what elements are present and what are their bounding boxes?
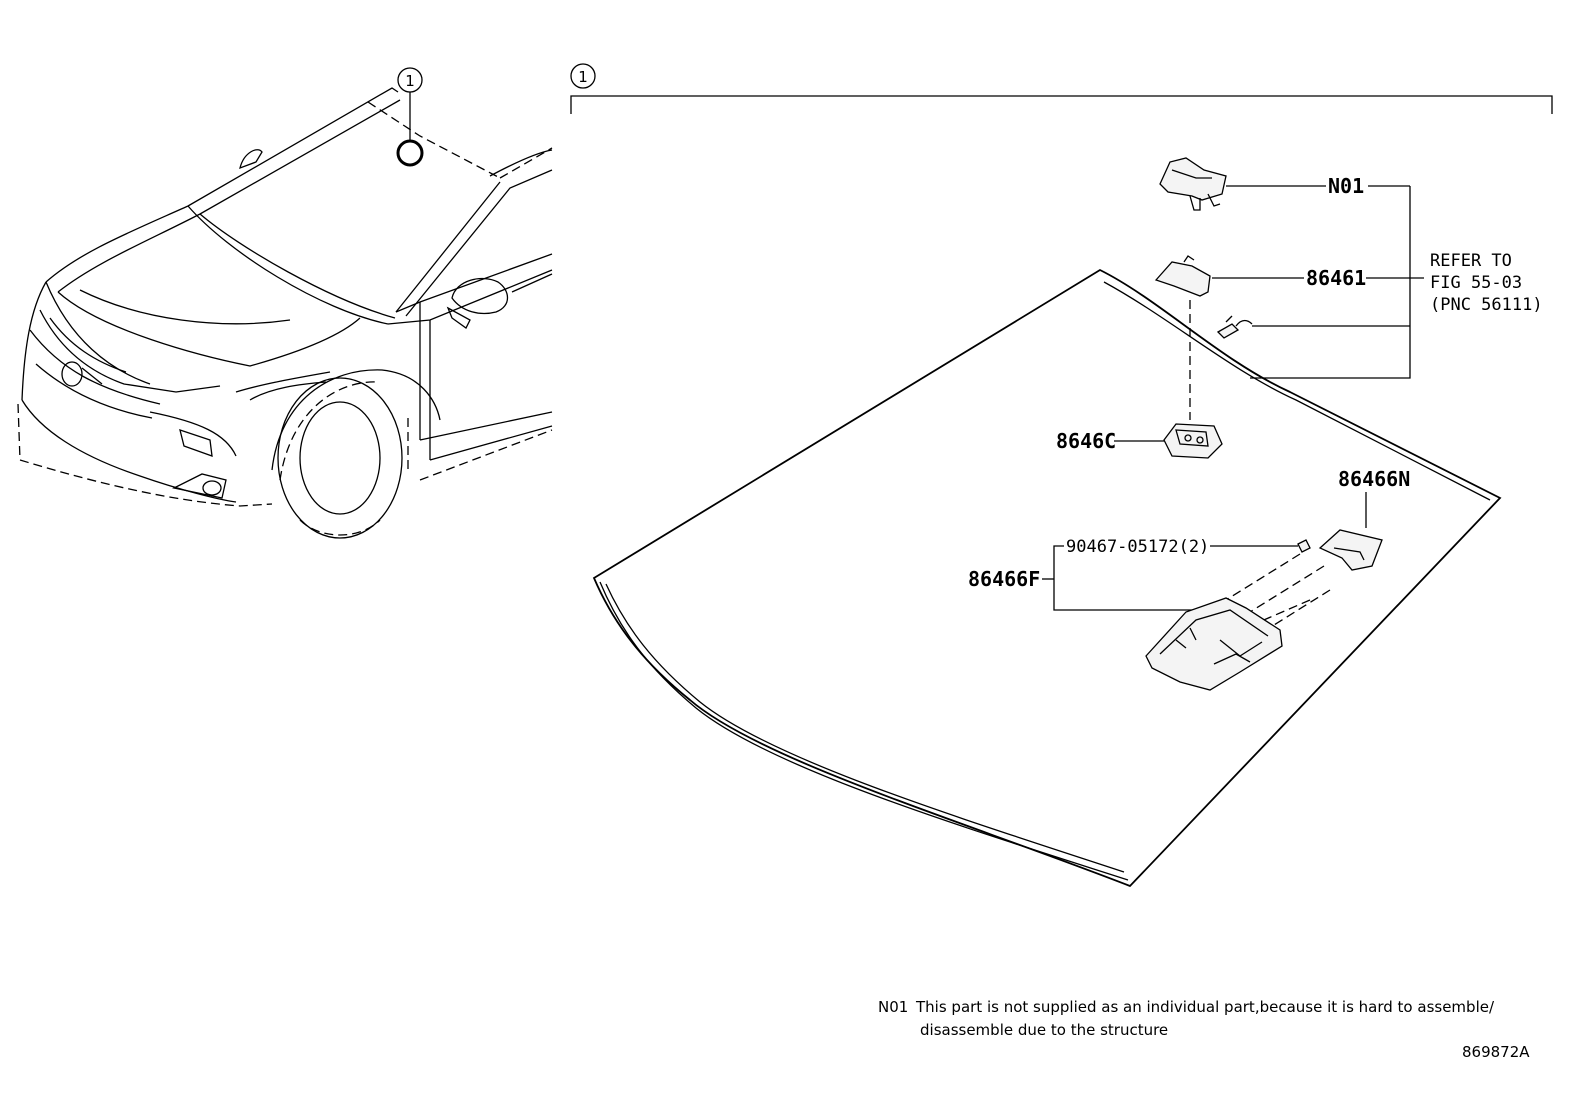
- label-86466N: 86466N: [1338, 467, 1410, 491]
- part-n01-bracket: [1159, 157, 1227, 211]
- assembly-callout: 1: [570, 63, 1553, 114]
- figure-id: 869872A: [1462, 1043, 1530, 1061]
- part-86461-cover: [1154, 255, 1211, 297]
- note-code: N01: [878, 998, 908, 1016]
- assembly-callout-number: 1: [578, 68, 588, 86]
- windshield-location-marker: [396, 139, 424, 167]
- reference-line-1: REFER TO: [1430, 251, 1512, 271]
- label-86466F: 86466F: [968, 567, 1040, 591]
- label-bolt: 90467-05172(2): [1066, 537, 1209, 557]
- note-line-2: disassemble due to the structure: [920, 1021, 1168, 1039]
- part-wire-harness: [1216, 315, 1253, 339]
- car-callout: 1: [396, 67, 424, 167]
- part-bolt: [1297, 539, 1311, 553]
- windshield-glass: [592, 268, 1502, 888]
- label-n01: N01: [1328, 174, 1364, 198]
- note-line-1: This part is not supplied as an individu…: [915, 998, 1495, 1016]
- label-8646C: 8646C: [1056, 429, 1116, 453]
- part-86466F-cover: [1145, 597, 1283, 691]
- reference-line-3: (PNC 56111): [1430, 295, 1543, 315]
- car-callout-number: 1: [405, 72, 415, 90]
- part-86466N-plate: [1318, 529, 1383, 571]
- label-86461: 86461: [1306, 266, 1366, 290]
- car-overview-illustration: [17, 87, 553, 539]
- part-8646C-bracket: [1163, 423, 1223, 459]
- reference-line-2: FIG 55-03: [1430, 273, 1522, 293]
